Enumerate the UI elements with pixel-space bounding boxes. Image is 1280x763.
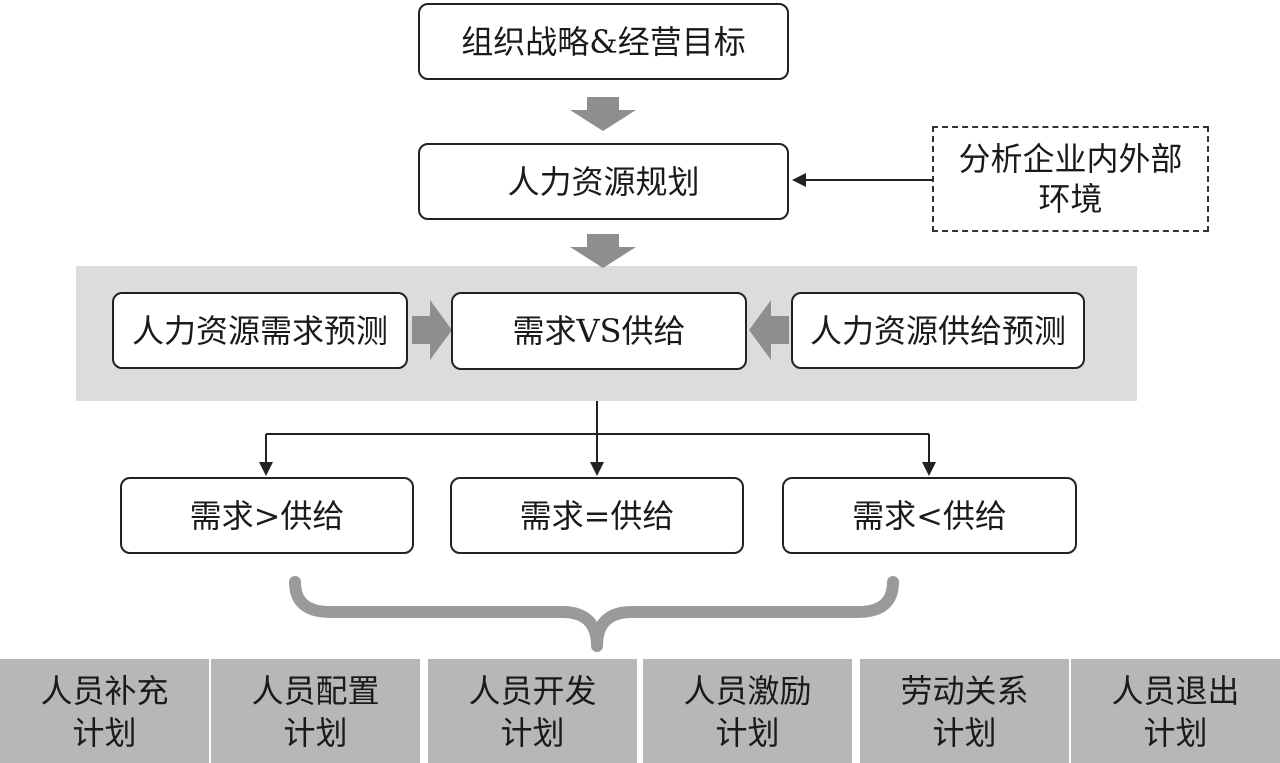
block-arrow-down-2 [570,234,636,268]
plan-development: 人员开发计划 [428,659,637,763]
demand-greater-box: 需求>供给 [120,477,414,554]
strategy-box: 组织战略&经营目标 [418,3,789,80]
demand-forecast-box: 人力资源需求预测 [112,292,408,369]
block-arrow-down-1 [570,97,636,131]
supply-forecast-box: 人力资源供给预测 [791,292,1085,369]
demand-vs-supply-box: 需求VS供给 [451,292,747,370]
block-arrow-left [749,300,789,360]
plan-exit: 人员退出计划 [1071,659,1280,763]
plan-replenish: 人员补充计划 [0,659,209,763]
plan-incentive: 人员激励计划 [643,659,852,763]
plan-labor-relations: 劳动关系计划 [860,659,1069,763]
demand-equal-box: 需求=供给 [450,477,744,554]
curly-brace [289,576,899,652]
block-arrow-right [412,300,452,360]
plan-allocation: 人员配置计划 [211,659,420,763]
demand-less-box: 需求<供给 [782,477,1077,554]
hr-planning-box: 人力资源规划 [418,143,789,220]
environment-box: 分析企业内外部环境 [932,126,1209,232]
